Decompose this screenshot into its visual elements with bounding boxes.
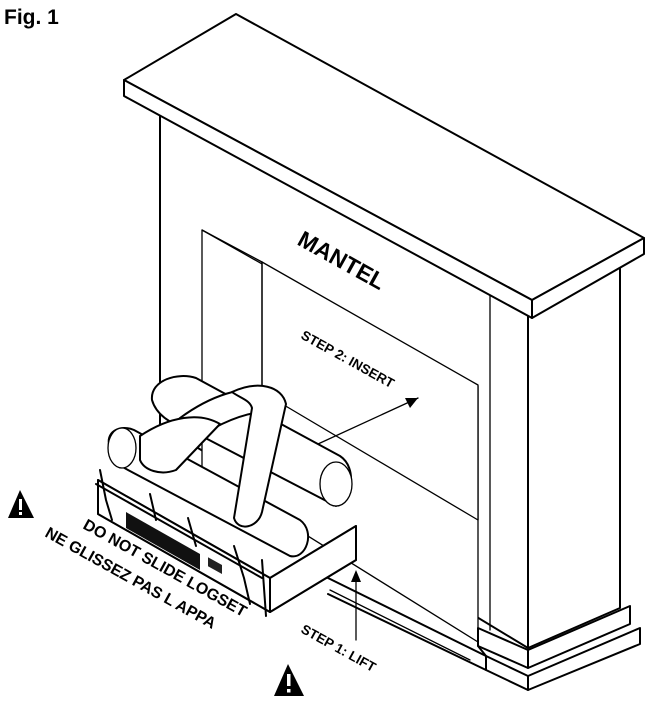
front-log-end: [107, 427, 137, 469]
firebox-edge-top: [201, 229, 263, 263]
lift-arrow-head: [351, 570, 361, 582]
mantel-side-face: [527, 261, 621, 649]
grate-leg-5: [261, 559, 267, 617]
mantel-shelf: [123, 13, 645, 319]
grate-rail: [95, 483, 263, 579]
plinth-step: [477, 645, 487, 657]
figure-label: Fig. 1: [4, 6, 59, 29]
plinth-left-detail: [329, 589, 471, 661]
cross-log-c: [139, 416, 221, 474]
insert-arrow: [317, 397, 419, 445]
grate-leg-2: [149, 493, 157, 521]
plinth-side-a: [527, 605, 631, 669]
plinth-left-run: [327, 577, 487, 671]
vent-panel: [126, 512, 200, 570]
tray-side: [269, 525, 357, 613]
lift-arrow: [351, 570, 361, 641]
mantel-plinth: [327, 577, 641, 691]
grate-leg-4: [233, 545, 251, 605]
plinth-side-b: [527, 627, 641, 691]
warning-triangle-icon: [274, 664, 304, 696]
cross-log-b: [231, 384, 287, 528]
insert-arrow-shaft: [317, 397, 419, 445]
back-log-end: [319, 461, 353, 507]
grate-leg-3: [187, 517, 197, 547]
control-switch: [208, 557, 222, 575]
warning-triangle-icon: [8, 490, 34, 518]
grate-leg-1: [99, 469, 113, 521]
mantel-body: [159, 109, 621, 649]
logset-unit: [95, 375, 357, 617]
shelf-side-edge: [531, 237, 645, 319]
insert-arrow-head: [405, 398, 418, 408]
step1-label: STEP 1: LIFT: [299, 622, 380, 676]
